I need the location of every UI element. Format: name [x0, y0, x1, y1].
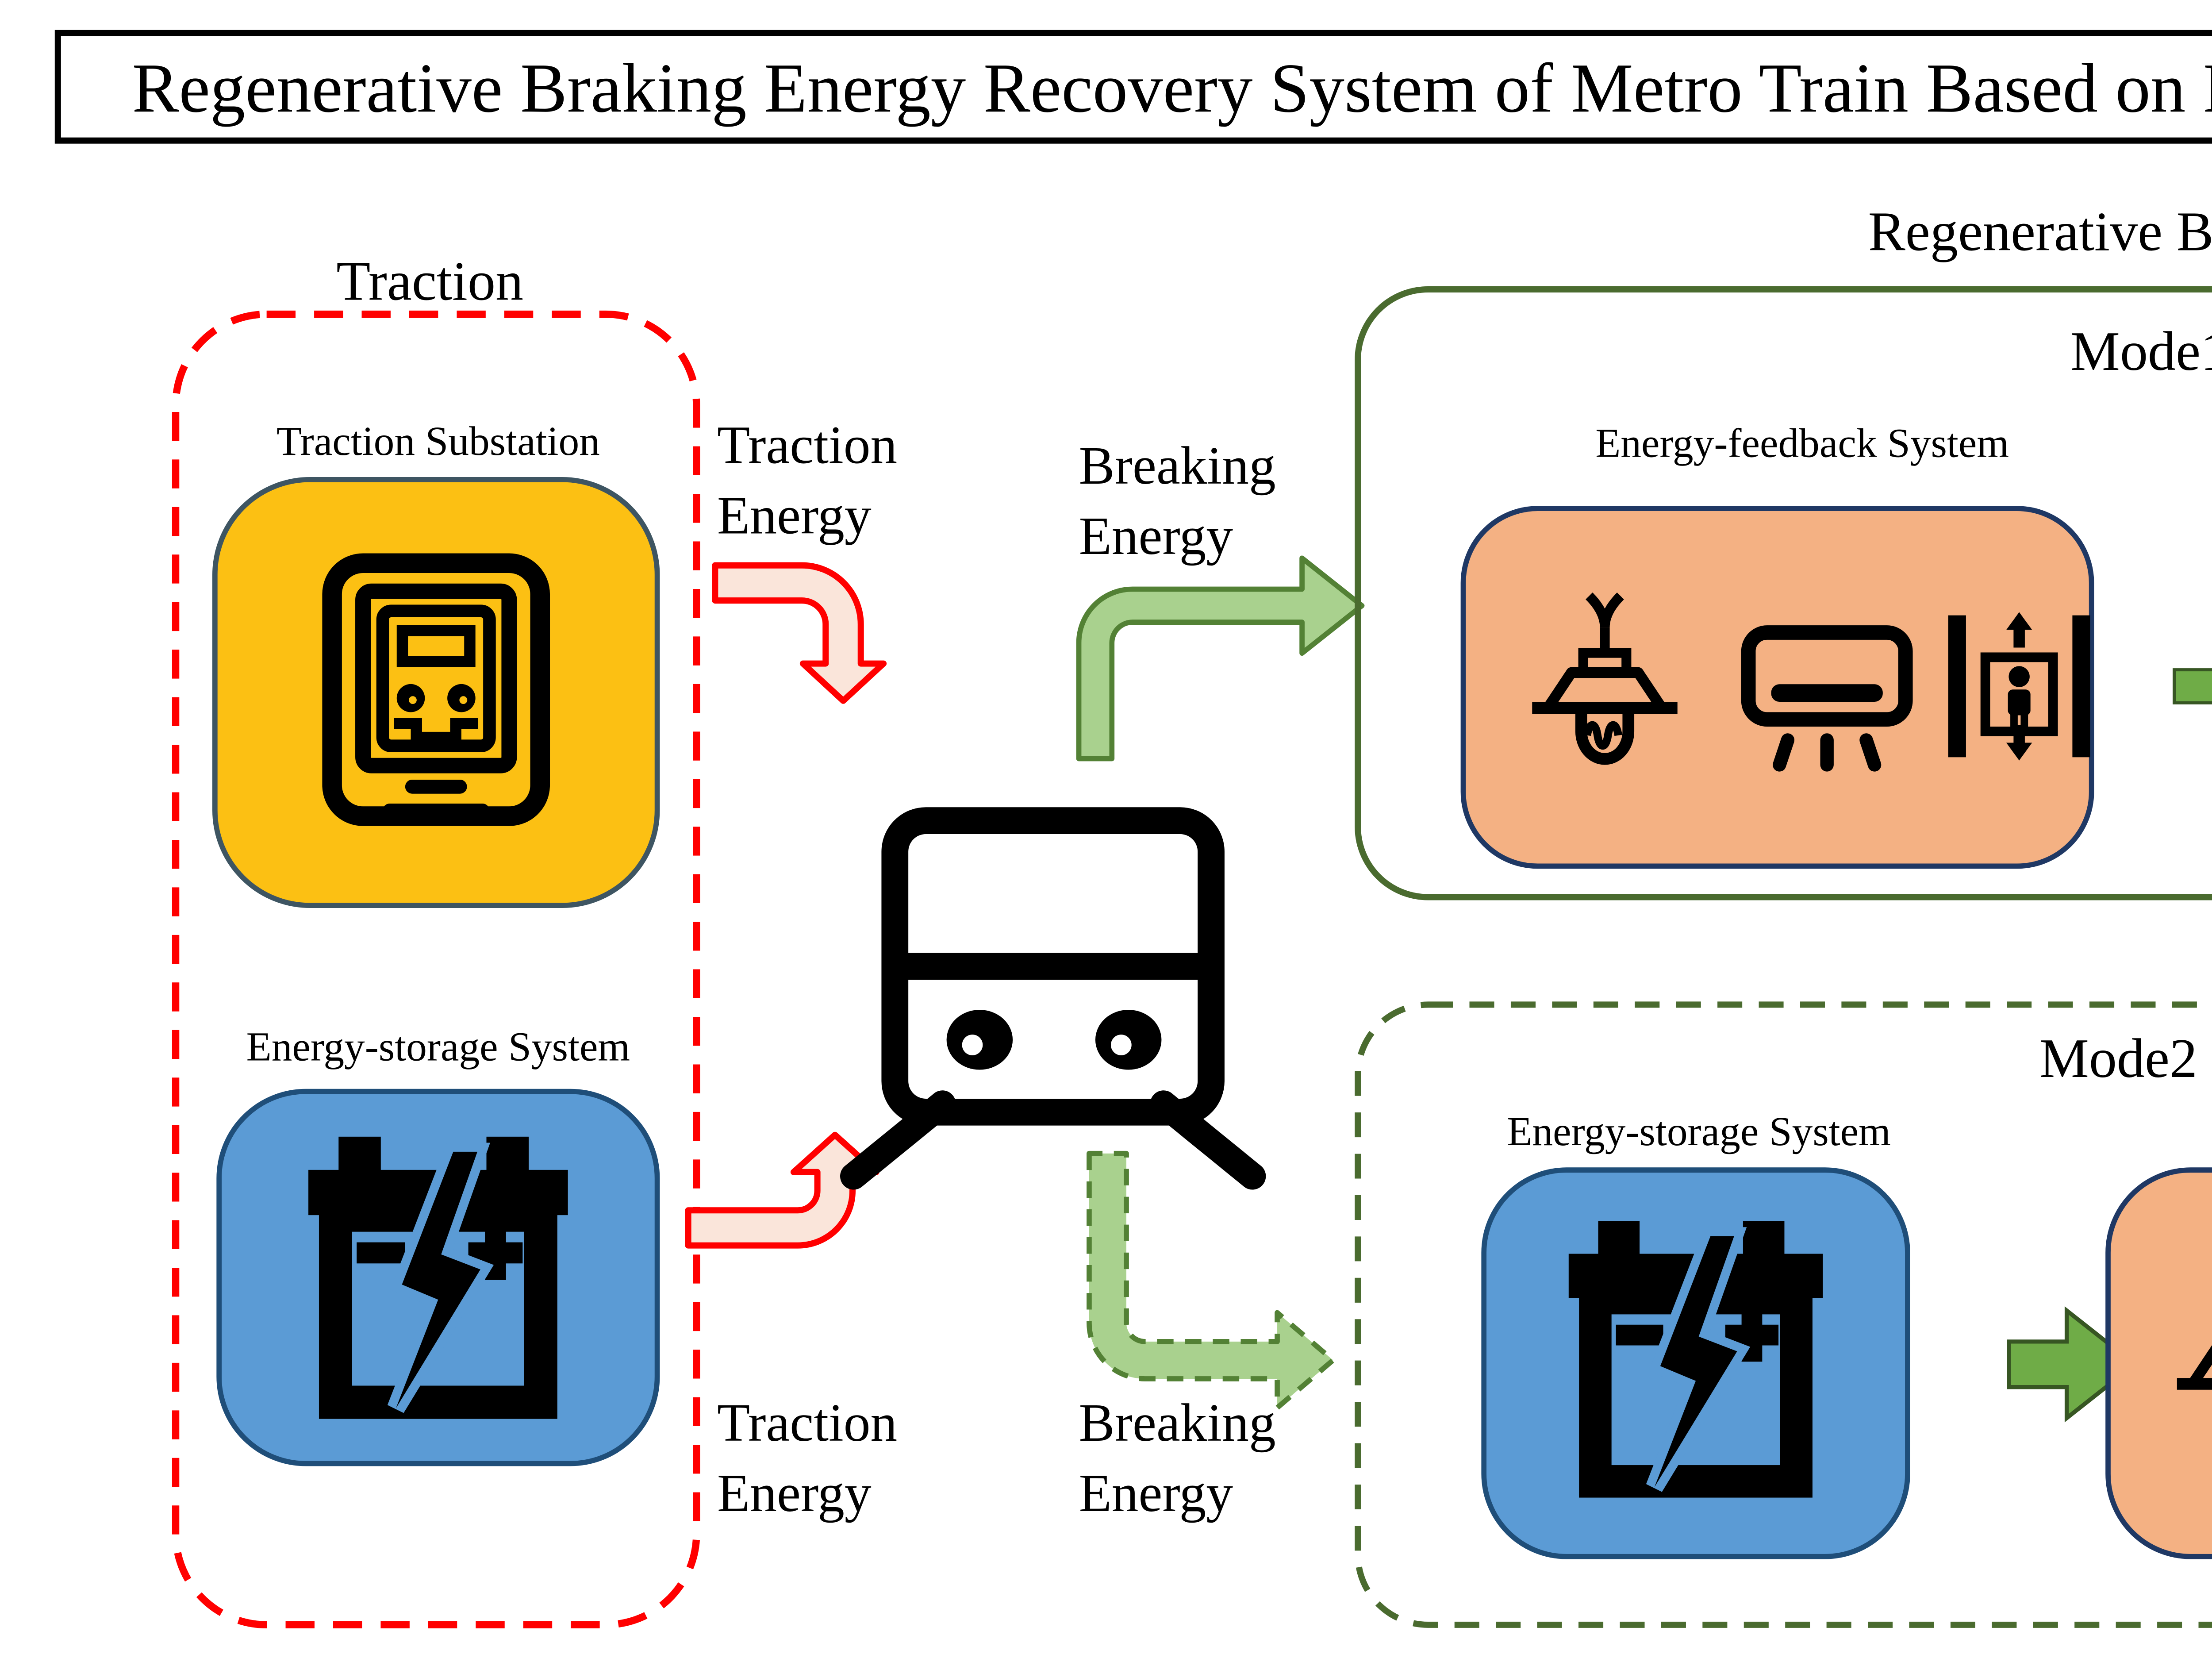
mode2-box: [1355, 1001, 2212, 1628]
mode2-feedback-box: [2105, 1167, 2212, 1559]
traction-energy-top-arrow: [712, 562, 887, 704]
mode2-group: Mode2 Energy-storage System Energy-feedb…: [1355, 1001, 2212, 1628]
flow-text-line: Energy: [1079, 507, 1233, 566]
title-box: [54, 30, 2212, 144]
braking-energy-bottom-label: Breaking Energy: [1079, 1393, 1276, 1523]
mode2-storage-label: Energy-storage System: [1507, 1109, 1890, 1154]
mode2-transfer-arrow: [2007, 1306, 2139, 1423]
page-title: Regenerative Braking Energy Recovery Sys…: [132, 49, 2212, 127]
braking-energy-top-arrow: [1076, 555, 1365, 762]
flow-text-line: Breaking: [1079, 436, 1276, 496]
traction-section-box: [172, 310, 700, 1629]
mode1-feedback-label: Energy-feedback System: [1595, 420, 2009, 466]
flow-text-line: Traction: [717, 1393, 897, 1453]
mode1-transfer-arrow: [2173, 668, 2212, 704]
mode1-label: Mode1: [2070, 321, 2212, 382]
braking-energy-bottom-arrow: [1087, 1150, 1336, 1411]
title-bar: Regenerative Braking Energy Recovery Sys…: [54, 30, 2212, 144]
traction-substation-label: Traction Substation: [276, 419, 600, 464]
flow-text-line: Traction: [717, 416, 897, 475]
mode2-label: Mode2: [2039, 1028, 2197, 1089]
regenerative-section-label: Regenerative Braking: [1868, 201, 2212, 262]
mode1-box: [1355, 286, 2212, 900]
train-icon: [840, 807, 1266, 1190]
traction-storage-label: Energy-storage System: [246, 1024, 630, 1070]
braking-energy-top-label: Breaking Energy: [1079, 436, 1276, 566]
traction-energy-bottom-arrow: [685, 1131, 879, 1249]
flow-text-line: Energy: [717, 1464, 872, 1523]
mode1-group: Mode1 Energy-feedback System Energy-stor…: [1355, 286, 2212, 900]
traction-energy-top-label: Traction Energy: [717, 416, 897, 545]
traction-energy-bottom-label: Traction Energy: [717, 1393, 897, 1523]
traction-section-label: Traction: [336, 250, 523, 312]
flow-text-line: Energy: [1079, 1464, 1233, 1523]
traction-section: Traction Traction Substation Energy-stor…: [172, 250, 700, 1629]
traction-substation-box: [212, 477, 660, 908]
flow-text-line: Breaking: [1079, 1393, 1276, 1453]
flow-text-line: Energy: [717, 486, 872, 545]
